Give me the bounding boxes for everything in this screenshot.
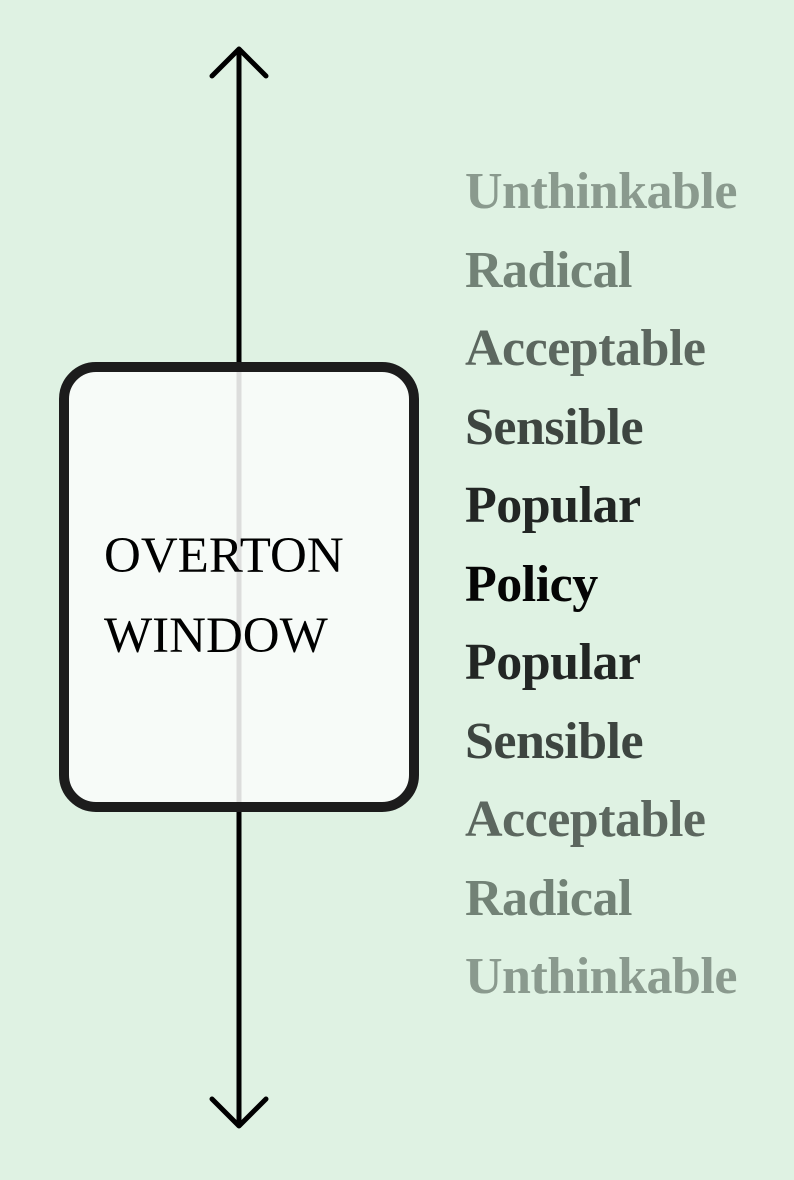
up-arrow-icon <box>209 46 269 79</box>
down-arrow-icon <box>209 1096 269 1129</box>
spectrum-label: Radical <box>465 241 632 299</box>
spectrum-label: Acceptable <box>465 791 706 848</box>
spectrum-label: Unthinkable <box>465 948 737 1005</box>
spectrum-label: Radical <box>465 869 632 927</box>
window-label-line-1: OVERTON <box>104 528 344 584</box>
spectrum-labels: Unthinkable Radical Acceptable Sensible … <box>465 156 737 1020</box>
spectrum-label: Unthinkable <box>465 163 737 220</box>
spectrum-label: Sensible <box>465 712 644 770</box>
window-label-line-2: WINDOW <box>104 608 328 664</box>
overton-window-box <box>59 362 419 812</box>
spectrum-label: Popular <box>465 634 641 691</box>
spectrum-label: Policy <box>465 555 598 613</box>
spectrum-label: Acceptable <box>465 320 706 377</box>
window-label: OVERTON WINDOW <box>104 516 344 676</box>
spectrum-label: Sensible <box>465 398 644 456</box>
spectrum-label: Popular <box>465 477 641 534</box>
